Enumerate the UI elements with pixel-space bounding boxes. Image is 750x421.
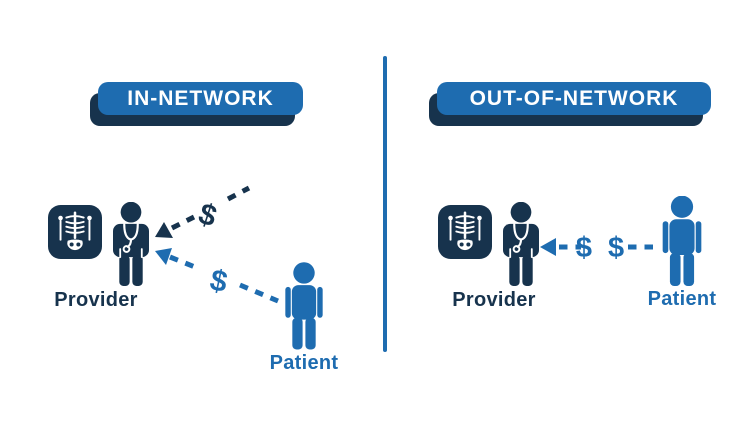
provider-icon [113,202,149,286]
patient-icon [662,196,702,286]
arrowhead-icon [540,238,556,256]
provider-label-right: Provider [452,289,536,311]
patient-payment-arrow: $ [155,248,279,304]
stethoscope-icon [512,223,529,253]
arrowhead-icon [155,248,172,265]
patient-label-right: Patient [647,288,717,310]
provider-icon [503,202,539,286]
in-network-title: IN-NETWORK [127,86,274,110]
dollar-icon: $ [207,264,230,300]
stethoscope-icon [122,223,139,253]
out-of-network-title: OUT-OF-NETWORK [469,86,679,110]
patient-icon [285,262,323,350]
xray-icon [438,205,492,259]
insurer-payment-arrow: $ [155,185,251,238]
xray-icon [48,205,102,259]
in-network-badge: IN-NETWORK [98,82,303,115]
arrowhead-icon [155,222,173,238]
dollar-icon: $ [195,197,221,234]
double-dollar-icon: $ $ [576,232,628,264]
out-of-network-payment-arrow: $ $ [540,232,653,264]
provider-label-left: Provider [54,289,138,311]
panel-divider-line [383,56,387,352]
patient-label-left: Patient [269,352,339,374]
out-of-network-badge: OUT-OF-NETWORK [437,82,711,115]
